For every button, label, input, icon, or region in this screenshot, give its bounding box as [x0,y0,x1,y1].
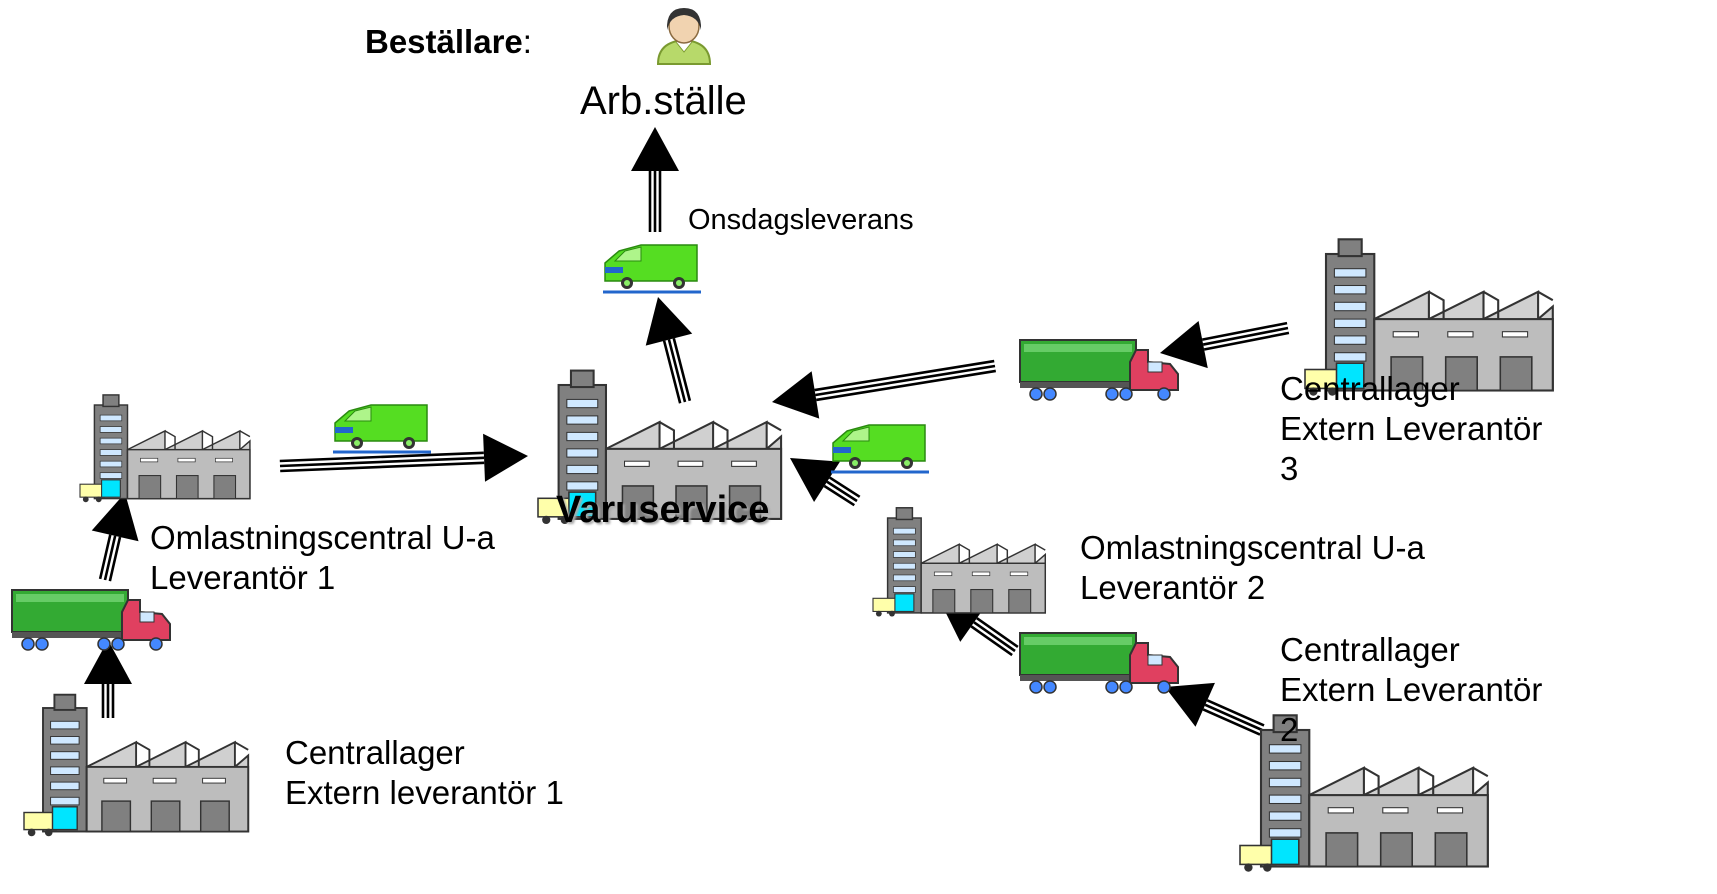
flow-arrows [84,127,1290,736]
truck-icon [11,589,171,651]
arrow-shaft [103,535,117,581]
central3-line1: Centrallager [1280,370,1460,407]
reload2-line1: Omlastningscentral U-a [1080,529,1425,566]
central3-line2: Extern Leverantör [1280,410,1543,447]
reload1-line2: Leverantör 1 [150,559,336,596]
van-icon [331,403,433,454]
orderer-label: Beställare: [365,22,532,62]
arrow-head [631,127,679,171]
arrow-head [645,297,693,346]
central2-label: Centrallager Extern Leverantör 2 [1280,630,1542,750]
van-icon [829,423,931,474]
central2-line3: 2 [1280,711,1299,748]
arrow-shaft [98,534,112,580]
arrow-icon [631,127,679,232]
delivery-label: Onsdagsleverans [688,204,914,236]
central1-label: Centrallager Extern leverantör 1 [285,733,564,813]
arrow-icon [84,640,132,718]
reload2-line2: Leverantör 2 [1080,569,1266,606]
arrow-icon [1165,682,1265,736]
arrow-shaft [672,338,692,402]
arrow-shaft [815,364,996,397]
arrow-shaft [1206,699,1265,727]
arrow-shaft [662,340,682,404]
arrow-icon [1160,321,1290,369]
arrow-shaft [280,461,485,473]
arrow-head [772,371,820,419]
arrow-shaft [279,456,485,468]
truck-icon [1019,632,1179,694]
arrow-shaft [1202,326,1289,346]
arrow-head [483,433,528,482]
arrow-shaft [976,617,1019,648]
van-icon [601,243,703,294]
arrow-icon [645,297,693,404]
central3-label: Centrallager Extern Leverantör 3 [1280,369,1542,489]
arrow-shaft [279,451,484,463]
arrow-icon [91,493,139,582]
reload2-label: Omlastningscentral U-a Leverantör 2 [1080,528,1425,608]
center-label: Varuservice [556,489,770,531]
central2-line2: Extern Leverantör [1280,671,1543,708]
arrow-shaft [1202,708,1261,736]
arrow-shaft [816,369,997,402]
arrow-head [91,493,139,542]
workplace-label: Arb.ställe [580,79,747,123]
arrow-shaft [1204,703,1263,732]
person-icon [656,8,712,65]
arrow-icon [279,433,528,482]
central1-line2: Extern leverantör 1 [285,774,564,811]
central2-line1: Centrallager [1280,631,1460,668]
arrow-head [1165,682,1215,727]
arrow-head [84,640,132,684]
reload1-label: Omlastningscentral U-a Leverantör 1 [150,518,495,598]
arrow-shaft [970,625,1013,657]
arrow-head [1160,321,1208,369]
reload1-line1: Omlastningscentral U-a [150,519,495,556]
truck-icon [1019,339,1179,401]
arrow-head [790,458,840,502]
arrow-icon [772,359,997,419]
orderer-title: Beställare [365,23,523,60]
orderer-colon: : [522,23,532,60]
arrow-shaft [814,359,995,392]
arrow-shaft [1201,321,1288,341]
factory-icon [79,394,251,503]
arrow-icon [790,458,861,507]
central1-line1: Centrallager [285,734,465,771]
factory-icon [23,693,250,838]
factory-icon [872,507,1047,618]
central3-line3: 3 [1280,450,1299,487]
arrow-shaft [823,484,856,507]
arrow-shaft [826,480,858,503]
arrow-shaft [973,621,1016,653]
arrow-shaft [829,476,861,498]
arrow-shaft [667,339,687,403]
arrow-shaft [1203,331,1290,351]
arrow-shaft [108,536,122,582]
